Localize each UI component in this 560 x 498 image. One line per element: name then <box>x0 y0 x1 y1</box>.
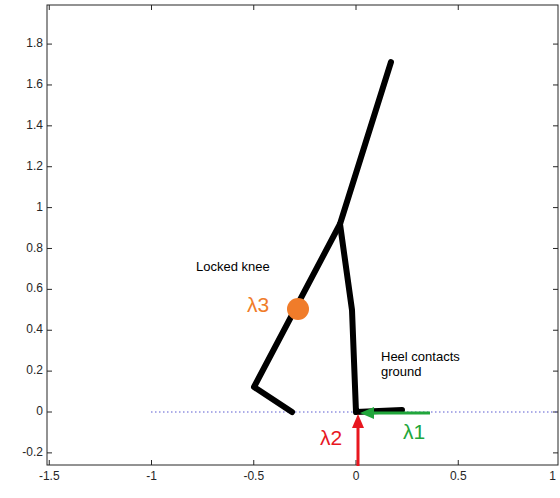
force-lambda1 <box>360 407 430 419</box>
tick-mark <box>356 5 357 10</box>
tick-mark <box>151 5 152 10</box>
axis-ticks <box>47 5 560 465</box>
tick-mark <box>49 460 50 465</box>
tick-label: 0.6 <box>26 282 43 296</box>
tick-label: -1.5 <box>39 470 60 484</box>
tick-label: -0.5 <box>243 470 264 484</box>
tick-mark <box>253 5 254 10</box>
tick-mark <box>47 330 52 331</box>
tick-label: 1 <box>549 470 556 484</box>
tick-label: 0.5 <box>450 470 467 484</box>
tick-mark <box>553 166 558 167</box>
tick-mark <box>47 452 52 453</box>
force-symbol: λ2 <box>320 426 342 450</box>
tick-label: 0.2 <box>26 364 43 378</box>
walker-figure <box>254 62 402 412</box>
tick-mark <box>253 460 254 465</box>
tick-mark <box>47 84 52 85</box>
tick-mark <box>458 5 459 10</box>
tick-mark <box>553 248 558 249</box>
tick-mark <box>458 460 459 465</box>
tick-label: 0.8 <box>26 242 43 256</box>
tick-mark <box>151 460 152 465</box>
tick-label: 1.6 <box>26 78 43 92</box>
tick-mark <box>49 5 50 10</box>
tick-mark <box>553 330 558 331</box>
tick-mark <box>47 125 52 126</box>
tick-mark <box>553 125 558 126</box>
tick-label: 0.4 <box>26 323 43 337</box>
tick-mark <box>47 44 52 45</box>
tick-mark <box>47 248 52 249</box>
annotation: Heel contacts ground <box>381 350 481 380</box>
knee-joint <box>287 298 309 320</box>
tick-mark <box>553 371 558 372</box>
tick-mark <box>47 166 52 167</box>
tick-mark <box>553 452 558 453</box>
annotation: Locked knee <box>196 260 270 275</box>
tick-label: -0.2 <box>22 446 43 460</box>
tick-label: -1 <box>146 470 157 484</box>
tick-label: 1 <box>36 201 43 215</box>
tick-label: 1.8 <box>26 37 43 51</box>
force-lambda2 <box>352 414 364 466</box>
tick-label: 0 <box>353 470 360 484</box>
tick-mark <box>553 207 558 208</box>
tick-mark <box>553 84 558 85</box>
force-symbol: λ3 <box>247 293 269 317</box>
tick-mark <box>356 460 357 465</box>
force-symbol: λ1 <box>403 420 425 444</box>
axes-box <box>47 5 558 465</box>
tick-label: 1.4 <box>26 119 43 133</box>
swing-leg <box>254 224 340 412</box>
tick-label: 1.2 <box>26 160 43 174</box>
tick-mark <box>47 207 52 208</box>
tick-mark <box>553 44 558 45</box>
tick-mark <box>47 371 52 372</box>
tick-mark <box>47 289 52 290</box>
tick-label: 0 <box>36 405 43 419</box>
tick-mark <box>553 289 558 290</box>
tick-mark <box>47 412 52 413</box>
